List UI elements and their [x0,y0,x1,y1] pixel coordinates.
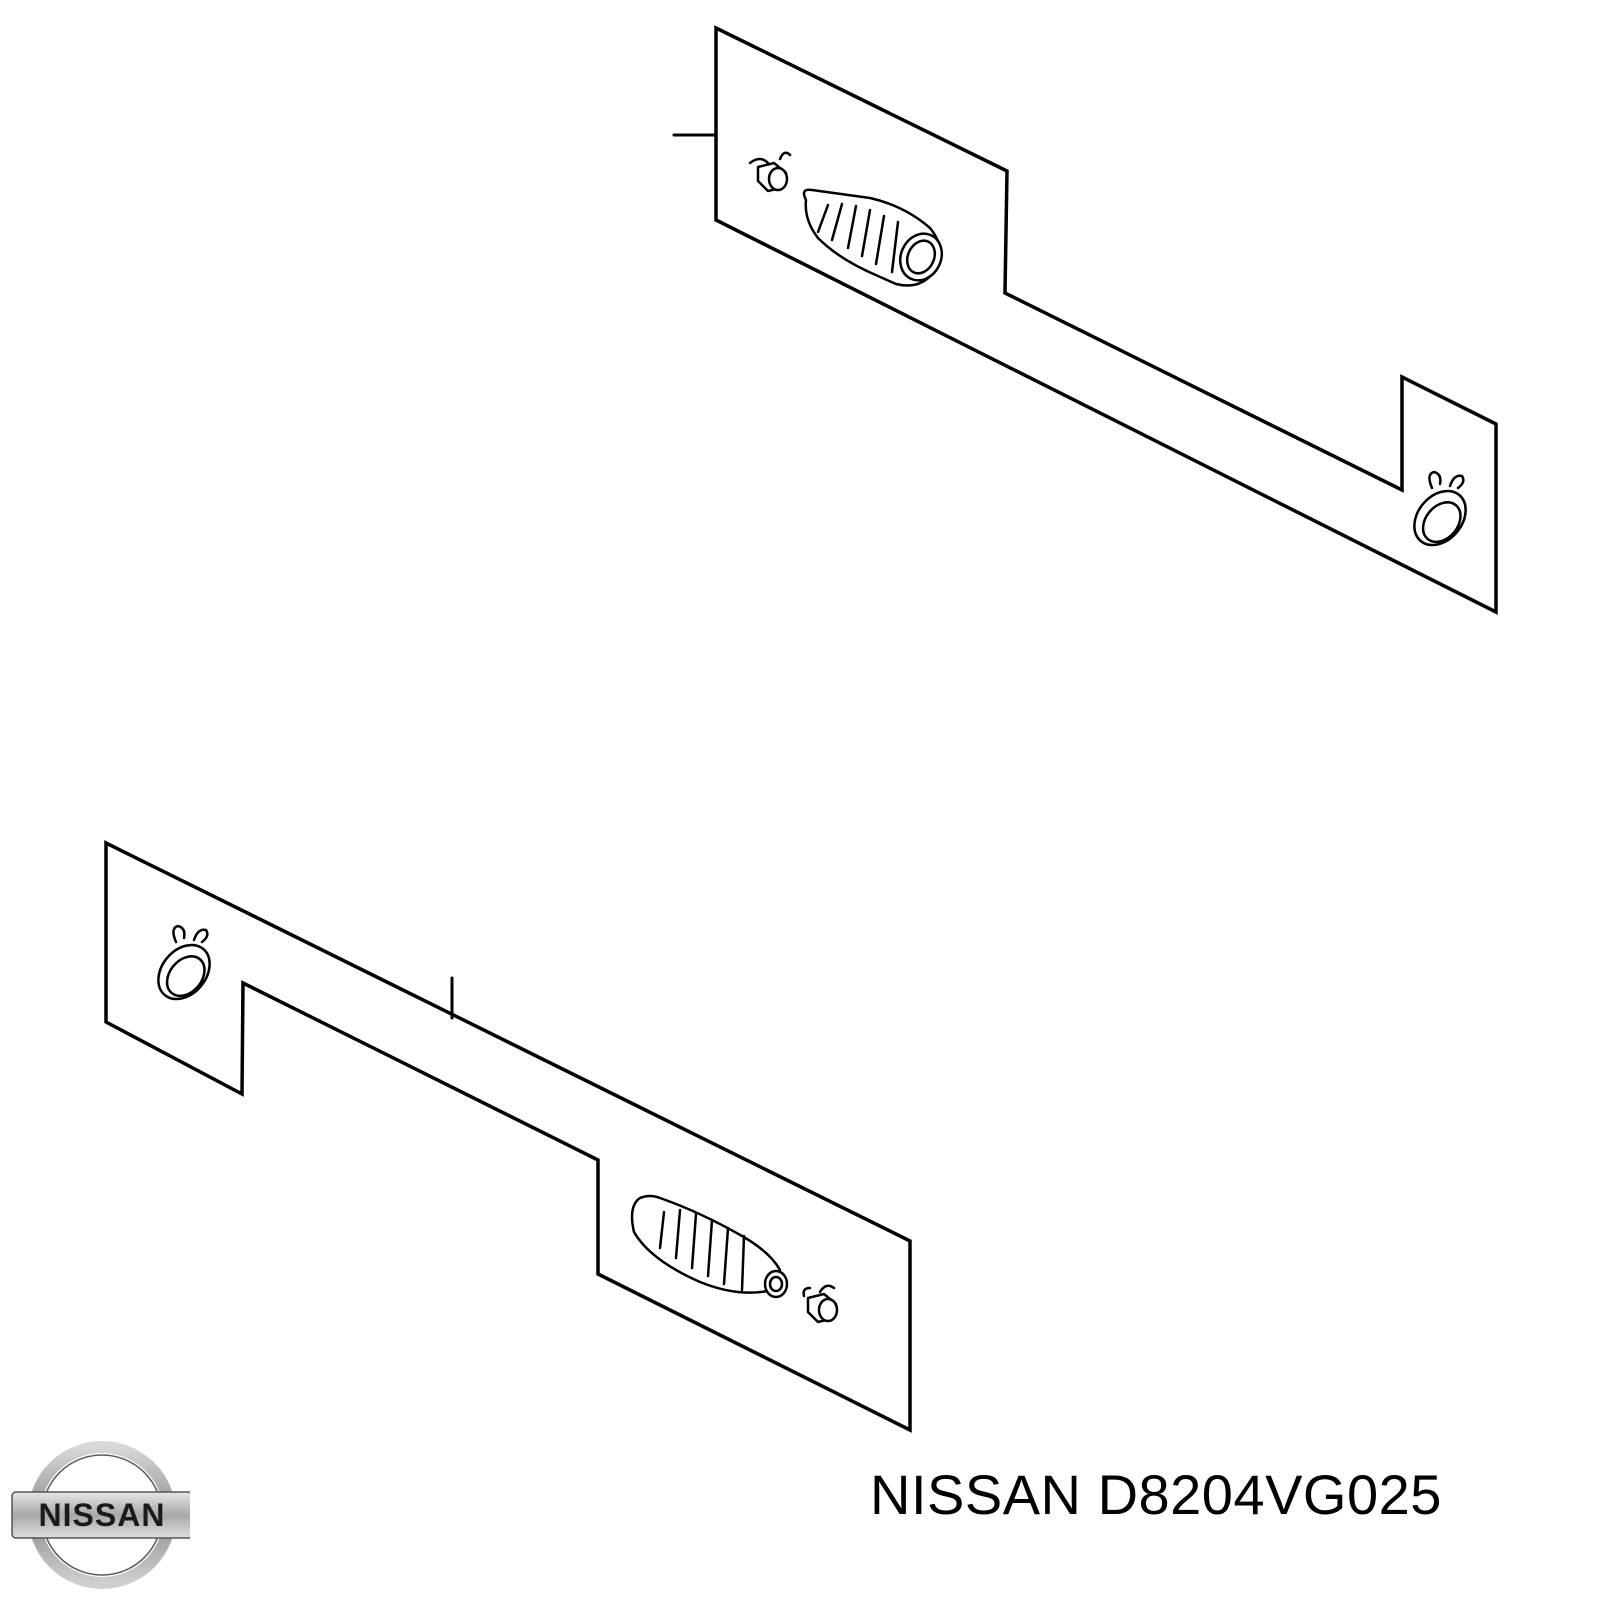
lower-boot-icon [630,1194,789,1299]
lower-large-clamp-icon [157,924,211,1001]
part-caption: NISSAN D8204VG025 [870,1462,1570,1527]
logo-text: NISSAN [39,1497,166,1533]
upper-panel-outline [714,25,1498,615]
caption-part-number: D8204VG025 [1097,1463,1442,1526]
upper-small-clamp-icon [748,151,792,193]
lower-small-clamp-icon [802,1284,839,1324]
upper-boot-icon [802,188,944,287]
upper-kit-panel [672,25,1498,615]
logo-bar [11,1491,190,1539]
lower-kit-panel [104,840,912,1433]
nissan-logo: NISSAN [11,1441,190,1589]
caption-brand: NISSAN [870,1463,1082,1526]
lower-panel-outline [104,840,912,1433]
upper-large-clamp-icon [1413,470,1467,547]
